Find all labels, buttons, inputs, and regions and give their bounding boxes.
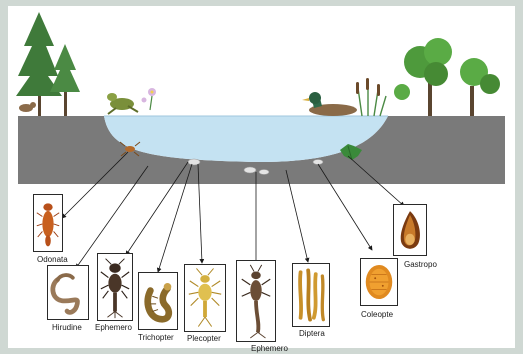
label-ephemero-1: Ephemero [95, 323, 132, 332]
label-diptera: Diptera [299, 329, 325, 338]
beetle-larva-icon [361, 259, 397, 305]
coleopte-card [360, 258, 398, 306]
label-ephemero-2: Ephemero [251, 344, 288, 353]
fly-larvae-icon [293, 264, 329, 326]
plecopter-card [184, 264, 226, 332]
dragonfly-larva-icon [34, 195, 62, 251]
label-hirudine: Hirudine [52, 323, 82, 332]
diptera-card [292, 263, 330, 327]
label-gastropo: Gastropo [404, 260, 437, 269]
mayfly-larva-icon [237, 261, 275, 341]
ephemero-card-1 [97, 253, 133, 321]
caddisfly-larva-icon [139, 273, 177, 329]
label-coleopte: Coleopte [361, 310, 393, 319]
trichopter-card [138, 272, 178, 330]
label-plecopter: Plecopter [187, 334, 221, 343]
gastropo-card [393, 204, 427, 256]
ephemero-card-2 [236, 260, 276, 342]
leech-icon [48, 266, 88, 319]
stonefly-nymph-icon [185, 265, 225, 331]
snail-shell-icon [394, 205, 426, 255]
hirudine-card [47, 265, 89, 320]
mayfly-nymph-icon [98, 254, 132, 320]
label-trichopter: Trichopter [138, 333, 174, 342]
label-odonata: Odonata [37, 255, 68, 264]
odonata-card [33, 194, 63, 252]
